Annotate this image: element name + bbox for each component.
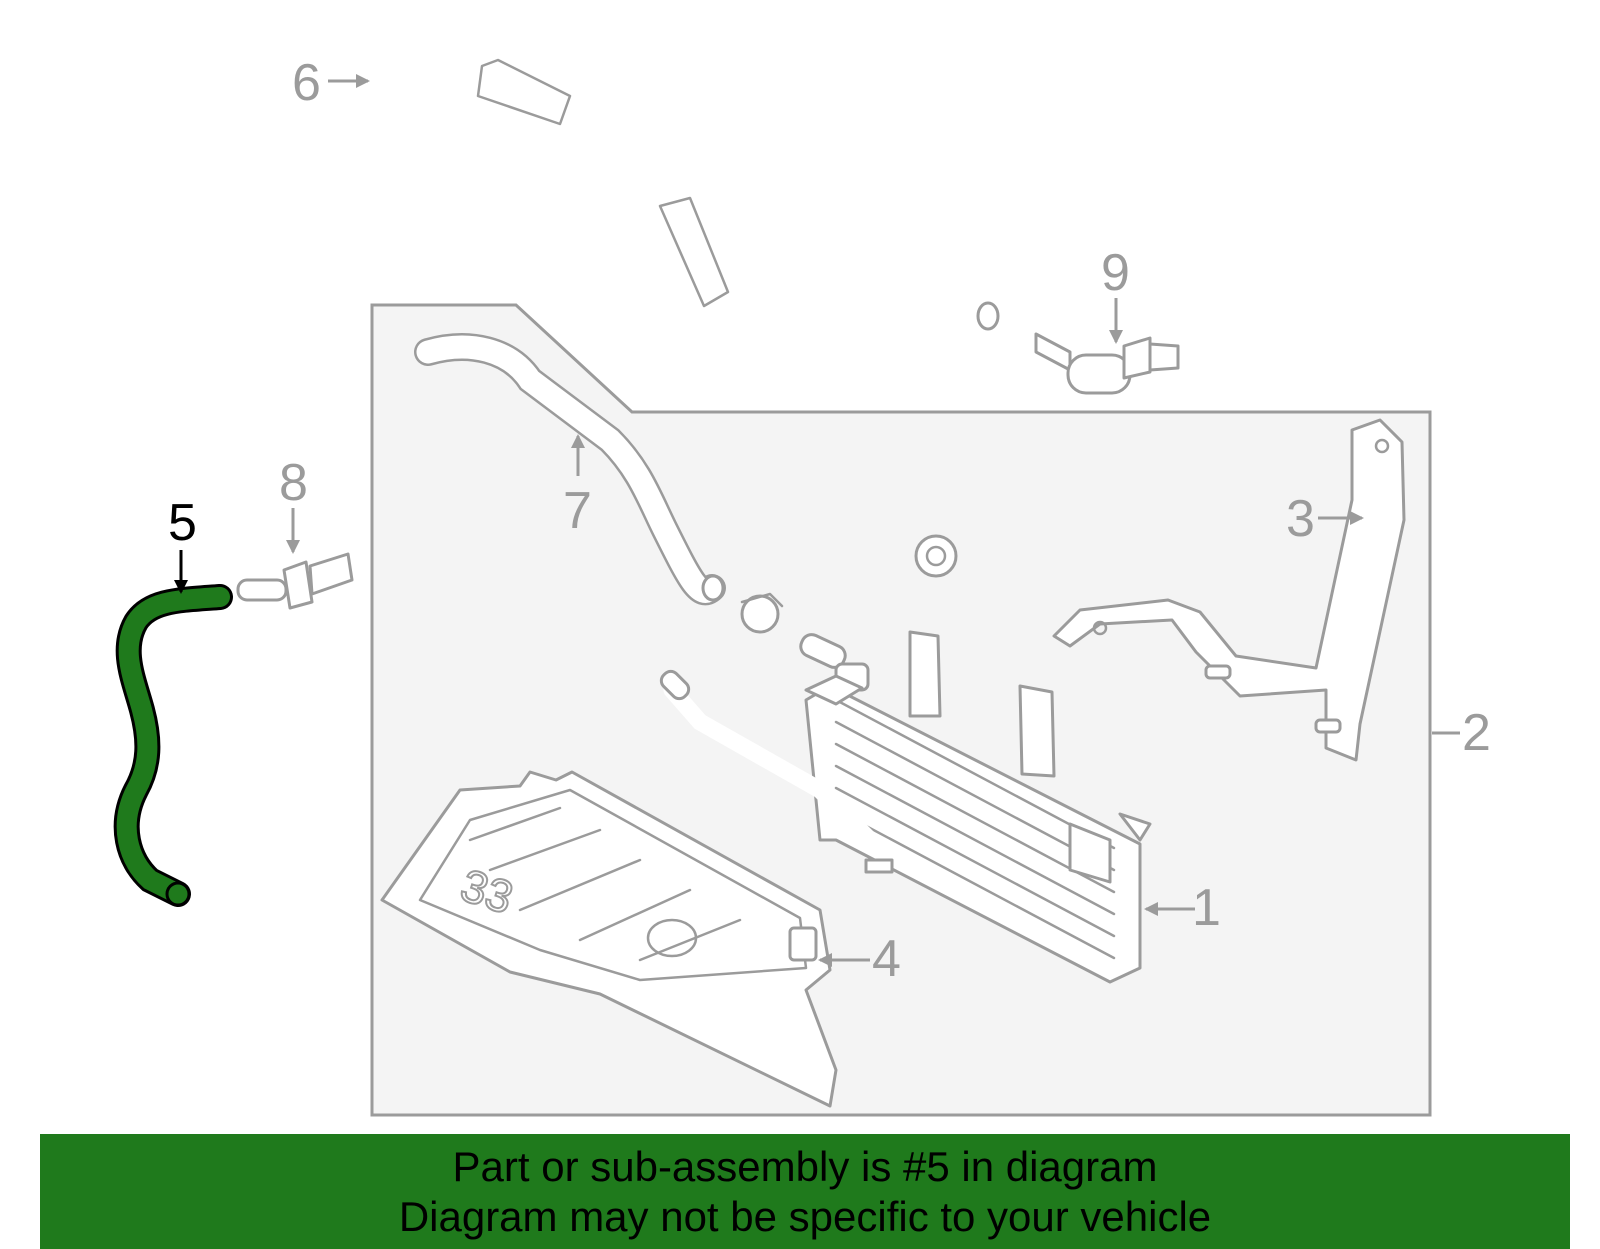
part-4-shield[interactable]: 33 — [380, 770, 838, 1108]
arrowhead-5 — [174, 580, 188, 594]
callout-7[interactable]: 7 — [563, 482, 592, 540]
part-7-hose[interactable] — [414, 333, 726, 606]
part-9-fitting[interactable] — [1034, 332, 1180, 395]
hose-clamp[interactable] — [740, 592, 784, 634]
callout-1[interactable]: 1 — [1192, 879, 1221, 937]
arrowhead-7 — [571, 434, 585, 448]
callout-6[interactable]: 6 — [292, 54, 321, 112]
callout-9[interactable]: 9 — [1101, 244, 1130, 302]
callout-5[interactable]: 5 — [168, 494, 197, 552]
arrowhead-9 — [1109, 330, 1123, 344]
callout-2[interactable]: 2 — [1462, 704, 1491, 762]
callout-8[interactable]: 8 — [279, 454, 308, 512]
part-3-bracket[interactable] — [1052, 418, 1406, 762]
info-banner: Part or sub-assembly is #5 in diagram Di… — [40, 1134, 1570, 1249]
arrowhead-6 — [356, 74, 370, 88]
cooler-line[interactable] — [658, 668, 879, 849]
callout-3[interactable]: 3 — [1286, 490, 1315, 548]
part-1-oil-cooler[interactable] — [804, 630, 1152, 984]
part-6-hose[interactable] — [365, 45, 1003, 376]
banner-line-part: Part or sub-assembly is #5 in diagram — [452, 1142, 1158, 1190]
arrowhead-4 — [818, 953, 832, 967]
arrowhead-1 — [1144, 902, 1158, 916]
part-8-connector[interactable] — [236, 552, 354, 610]
arrowhead-3 — [1350, 511, 1364, 525]
banner-line-disclaimer: Diagram may not be specific to your vehi… — [398, 1192, 1212, 1240]
mounting-nut[interactable] — [914, 534, 958, 578]
part-5-hose[interactable] — [113, 584, 233, 907]
callout-4[interactable]: 4 — [872, 930, 901, 988]
assembly-panel — [370, 303, 1432, 1117]
arrowhead-8 — [286, 540, 300, 554]
